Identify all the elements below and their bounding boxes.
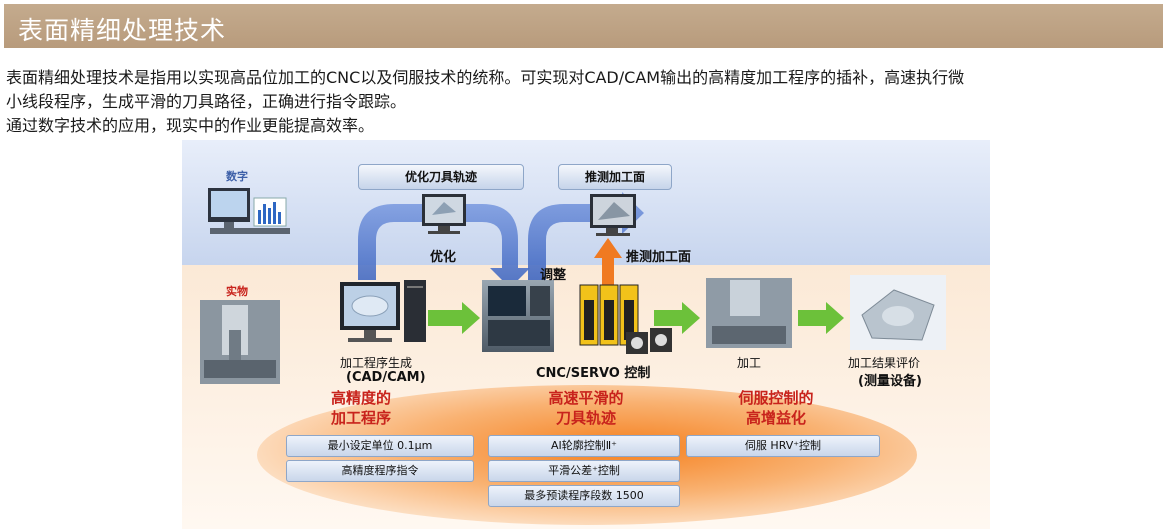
intro-line-3: 通过数字技术的应用，现实中的作业更能提高效率。: [6, 114, 1161, 138]
page-title: 表面精细处理技术: [18, 11, 226, 47]
intro-line-2: 小线段程序，生成平滑的刀具路径，正确进行指令跟踪。: [6, 90, 1161, 114]
process-diagram: 数字 实物 优化刀具轨迹 推测加工面 优化 调整 推测加工面 加工程序生成 (C…: [182, 140, 990, 529]
feature-ai-contour: AI轮廓控制Ⅱ⁺: [488, 435, 680, 457]
feature-servo-hrv: 伺服 HRV⁺控制: [686, 435, 880, 457]
intro-text: 表面精细处理技术是指用以实现高品位加工的CNC以及伺服技术的统称。可实现对CAD…: [6, 66, 1161, 138]
feature-smooth-tolerance: 平滑公差⁺控制: [488, 460, 680, 482]
result-label-line2: (测量设备): [858, 370, 922, 389]
feature-min-unit: 最小设定单位 0.1μm: [286, 435, 474, 457]
feature-lookahead: 最多预读程序段数 1500: [488, 485, 680, 507]
result-label-line1: 加工结果评价: [848, 354, 920, 371]
intro-line-1: 表面精细处理技术是指用以实现高品位加工的CNC以及伺服技术的统称。可实现对CAD…: [6, 66, 1161, 90]
cnc-servo-label: CNC/SERVO 控制: [536, 362, 650, 381]
result-photo: [850, 275, 946, 350]
category-precision-program: 高精度的 加工程序: [306, 388, 416, 428]
category-smooth-toolpath: 高速平滑的 刀具轨迹: [526, 388, 646, 428]
optimize-label: 优化: [430, 246, 456, 265]
digital-zone: [182, 140, 990, 265]
category-servo-gain: 伺服控制的 高增益化: [716, 388, 836, 428]
physical-photo: [200, 300, 280, 384]
title-bar: 表面精细处理技术: [4, 4, 1163, 48]
digital-zone-label: 数字: [226, 168, 248, 184]
estimate-surface-tag: 推测加工面: [558, 164, 672, 190]
optimize-toolpath-tag: 优化刀具轨迹: [358, 164, 524, 190]
adjust-label: 调整: [540, 264, 566, 283]
cad-label-line1: 加工程序生成: [340, 354, 412, 371]
machining-photo: [706, 278, 792, 348]
estimate-surface-label: 推测加工面: [626, 246, 691, 265]
feature-precision-command: 高精度程序指令: [286, 460, 474, 482]
physical-zone-label: 实物: [226, 283, 248, 299]
cnc-panel-icon: [482, 280, 554, 352]
machining-label: 加工: [737, 354, 761, 371]
cad-label-line2: (CAD/CAM): [346, 370, 426, 385]
